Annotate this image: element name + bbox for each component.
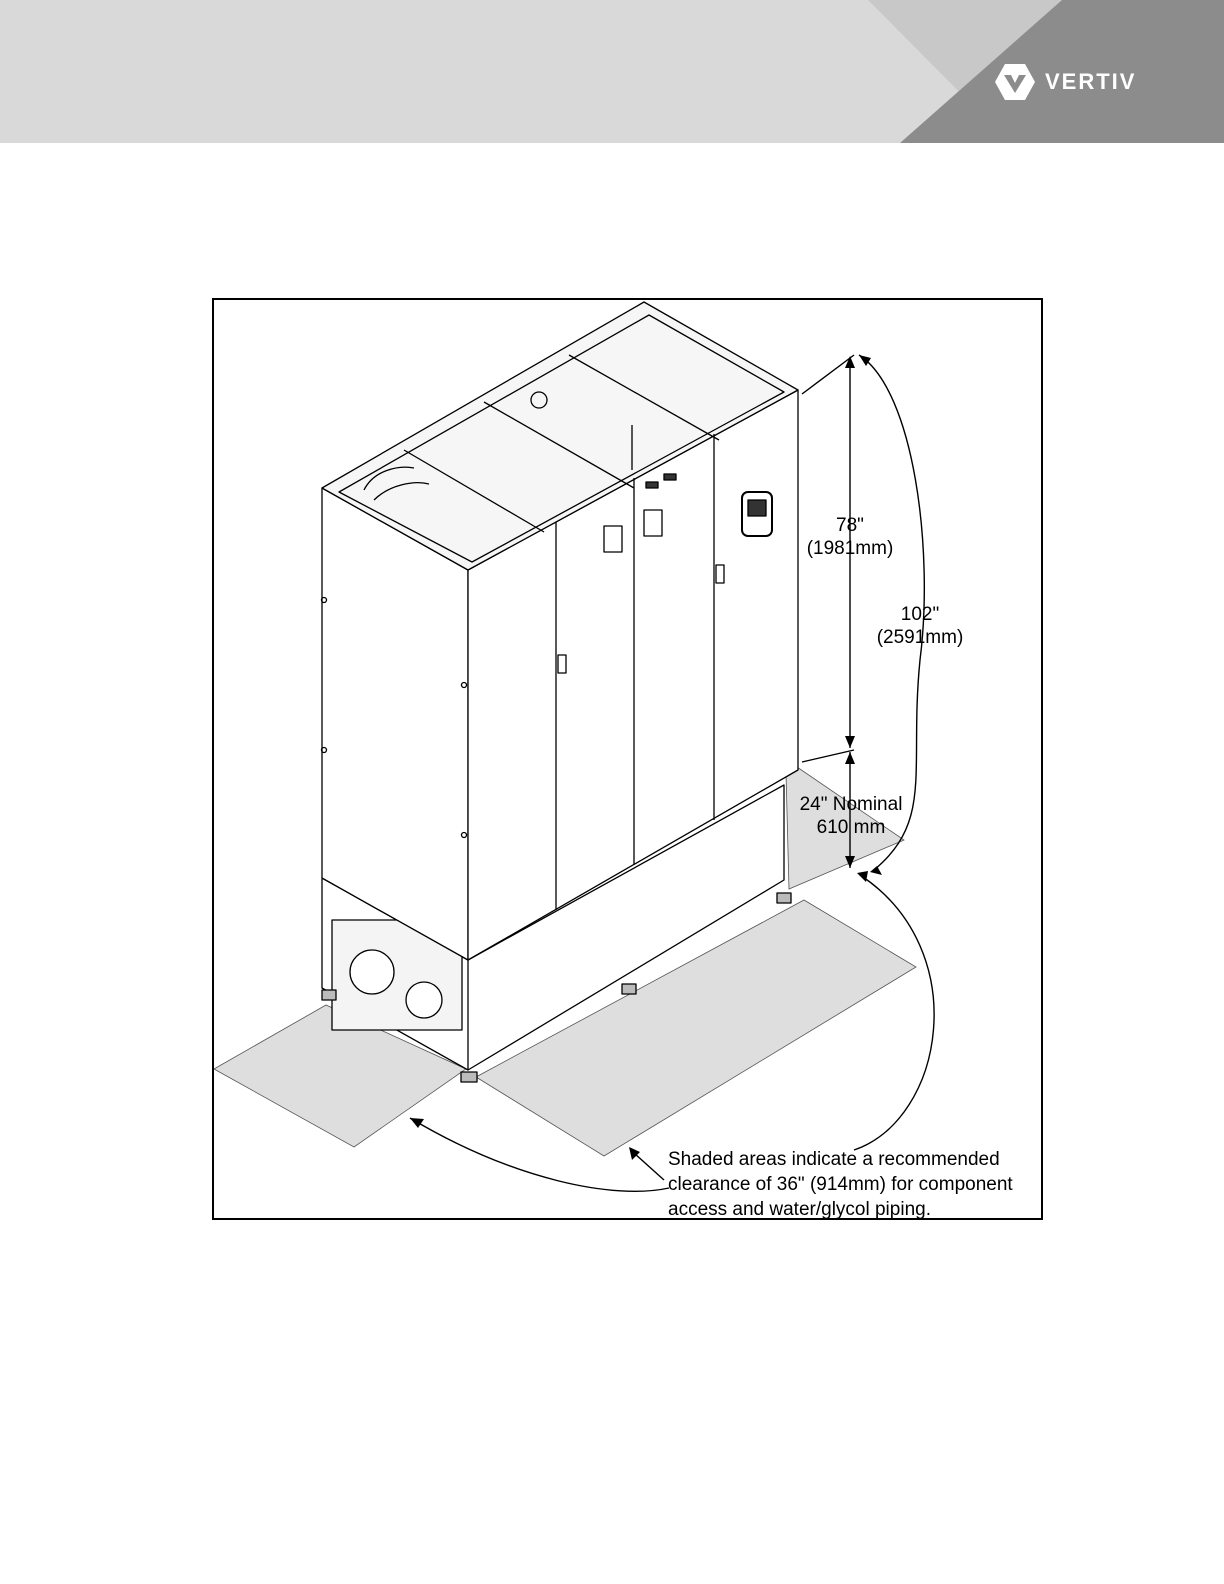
- dimension-top-inches: 78": [800, 514, 900, 537]
- dimension-top-mm: (1981mm): [800, 537, 900, 560]
- dimension-total-mm: (2591mm): [870, 626, 970, 649]
- dimension-base-mm: 610 mm: [794, 816, 908, 839]
- clearance-figure: 78" (1981mm) 102" (2591mm) 24" Nominal 6…: [212, 298, 1043, 1220]
- brand-name: VERTIV: [1045, 69, 1136, 95]
- clearance-note: Shaded areas indicate a recommended clea…: [668, 1147, 1043, 1220]
- dimension-total-inches: 102": [870, 603, 970, 626]
- dimension-base-inches: 24" Nominal: [794, 793, 908, 816]
- cooling-unit-isometric-drawing: [214, 300, 1043, 1220]
- dimension-top-label: 78" (1981mm): [800, 514, 900, 560]
- dimension-total-label: 102" (2591mm): [870, 603, 970, 649]
- dimension-base-label: 24" Nominal 610 mm: [794, 793, 908, 839]
- brand-logo: VERTIV: [995, 62, 1136, 102]
- vertiv-v-logo-icon: [995, 62, 1035, 102]
- clearance-note-line-3: access and water/glycol piping.: [668, 1197, 1043, 1220]
- clearance-note-line-1: Shaded areas indicate a recommended: [668, 1147, 1043, 1172]
- clearance-note-line-2: clearance of 36" (914mm) for component: [668, 1172, 1043, 1197]
- page-header: VERTIV: [0, 0, 1224, 143]
